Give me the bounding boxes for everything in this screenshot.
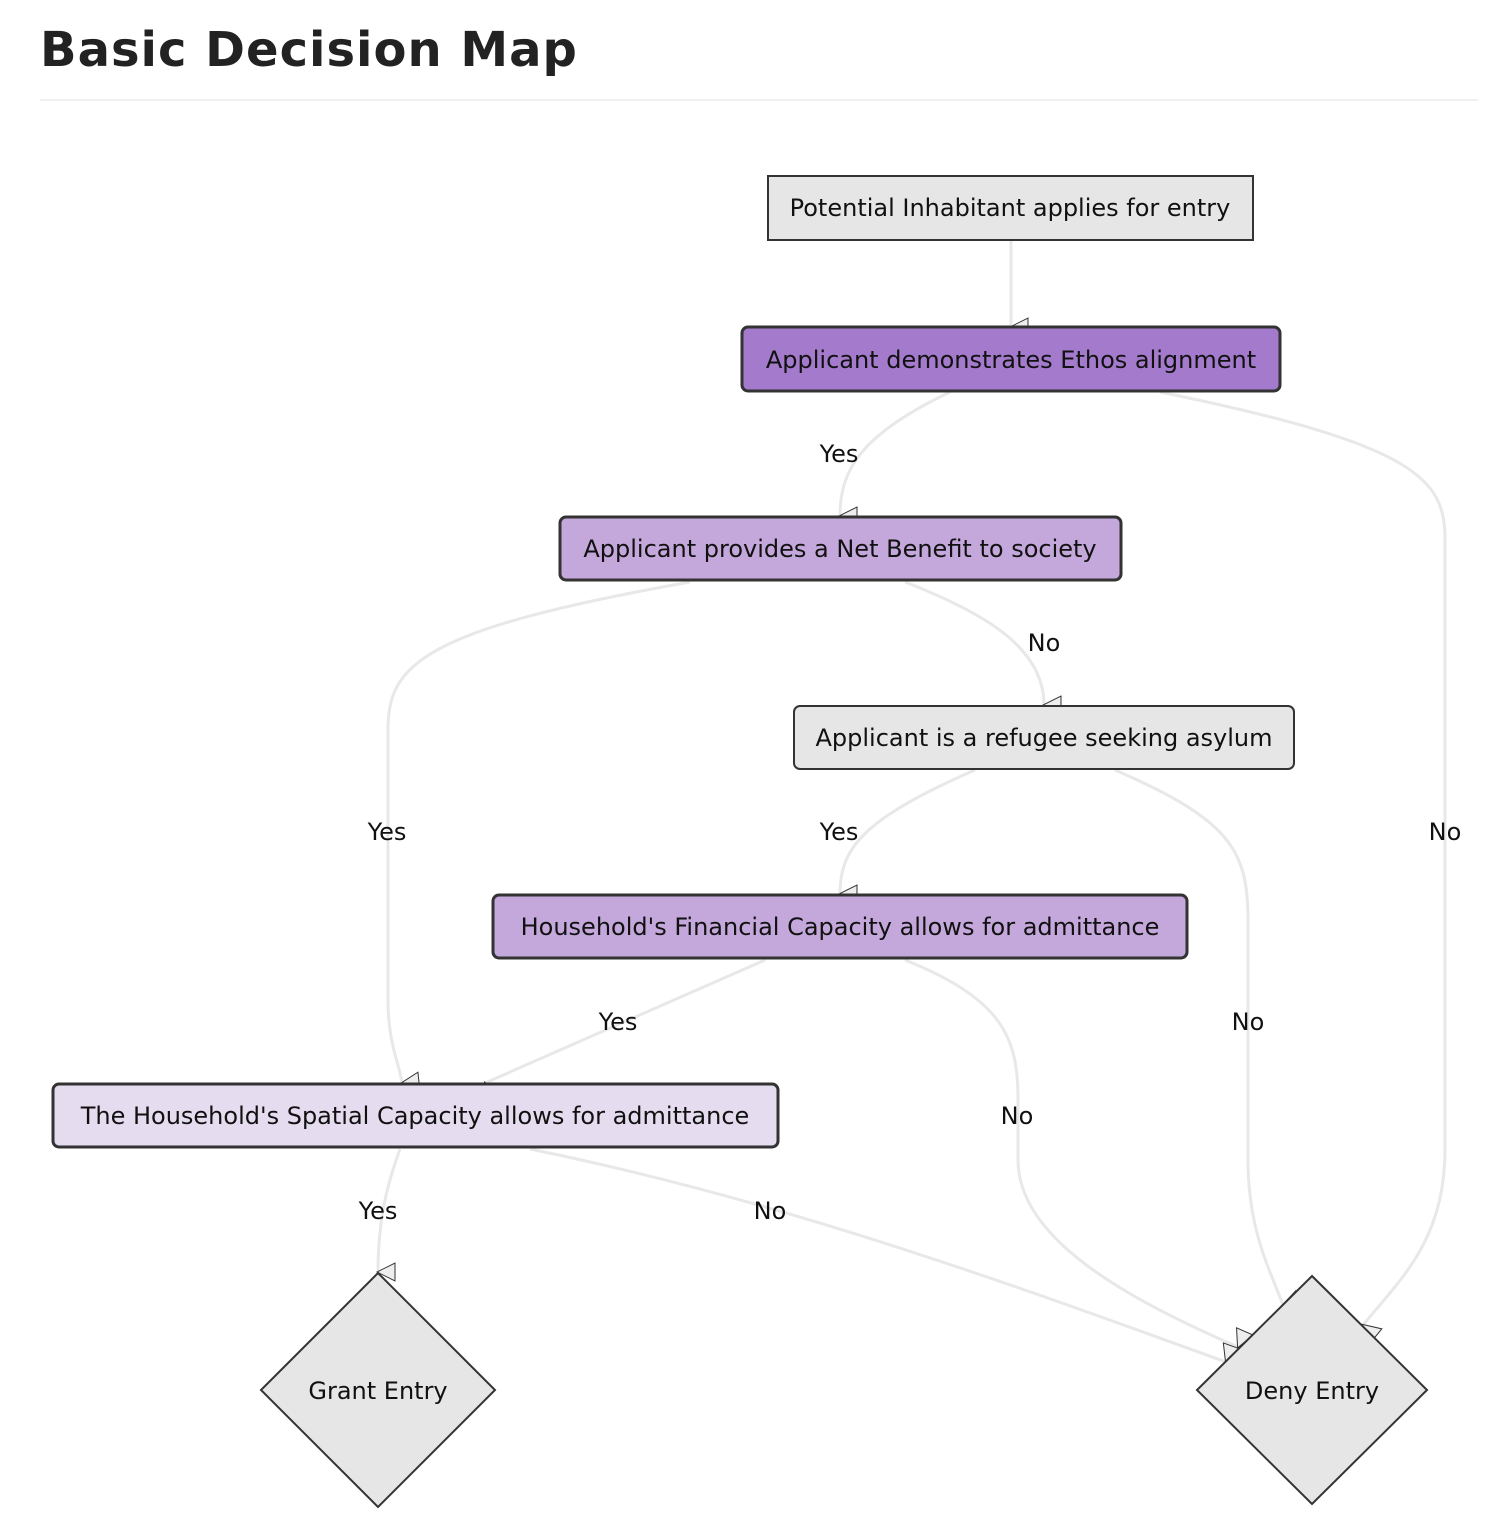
edge-label-refugee-financial: Yes bbox=[819, 818, 859, 846]
node-grant: Grant Entry bbox=[259, 1271, 497, 1509]
edge-benefit-to-refugee bbox=[904, 580, 1044, 705]
node-grant-label: Grant Entry bbox=[308, 1377, 447, 1405]
edge-label-ethos-benefit: Yes bbox=[819, 440, 859, 468]
edge-label-financial-deny: No bbox=[1001, 1102, 1034, 1130]
node-ethos: Applicant demonstrates Ethos alignment bbox=[740, 325, 1282, 393]
node-benefit: Applicant provides a Net Benefit to soci… bbox=[558, 515, 1123, 582]
node-refugee-label: Applicant is a refugee seeking asylum bbox=[815, 724, 1272, 752]
node-start: Potential Inhabitant applies for entry bbox=[767, 175, 1254, 241]
edge-spatial-to-grant bbox=[378, 1148, 402, 1272]
edge-financial-to-spatial bbox=[485, 958, 766, 1083]
edge-label-refugee-deny: No bbox=[1232, 1008, 1265, 1036]
edge-spatial-to-deny bbox=[529, 1147, 1226, 1362]
node-ethos-label: Applicant demonstrates Ethos alignment bbox=[766, 346, 1256, 374]
node-deny: Deny Entry bbox=[1195, 1274, 1429, 1506]
edge-benefit-to-spatial bbox=[386, 580, 691, 1083]
edge-label-benefit-spatial: Yes bbox=[367, 818, 407, 846]
page-title: Basic Decision Map bbox=[40, 22, 578, 78]
node-deny-label: Deny Entry bbox=[1245, 1377, 1379, 1405]
node-benefit-label: Applicant provides a Net Benefit to soci… bbox=[583, 535, 1096, 563]
edge-label-ethos-deny: No bbox=[1429, 818, 1462, 846]
node-financial: Household's Financial Capacity allows fo… bbox=[491, 893, 1189, 960]
edge-label-financial-spatial: Yes bbox=[598, 1008, 638, 1036]
node-refugee: Applicant is a refugee seeking asylum bbox=[793, 705, 1295, 770]
node-financial-label: Household's Financial Capacity allows fo… bbox=[521, 913, 1160, 941]
edge-refugee-to-deny bbox=[1114, 768, 1283, 1305]
edge-ethos-to-deny bbox=[1159, 390, 1447, 1325]
node-spatial-label: The Household's Spatial Capacity allows … bbox=[80, 1102, 750, 1130]
edge-label-spatial-grant: Yes bbox=[358, 1197, 398, 1225]
title-divider bbox=[40, 99, 1478, 101]
edge-ethos-to-benefit bbox=[840, 390, 951, 516]
edge-financial-to-deny bbox=[904, 958, 1238, 1347]
node-start-label: Potential Inhabitant applies for entry bbox=[790, 194, 1231, 222]
node-spatial: The Household's Spatial Capacity allows … bbox=[51, 1082, 780, 1149]
edge-refugee-to-financial bbox=[840, 768, 976, 894]
edge-label-spatial-deny: No bbox=[754, 1197, 787, 1225]
edge-label-benefit-refugee: No bbox=[1028, 629, 1061, 657]
